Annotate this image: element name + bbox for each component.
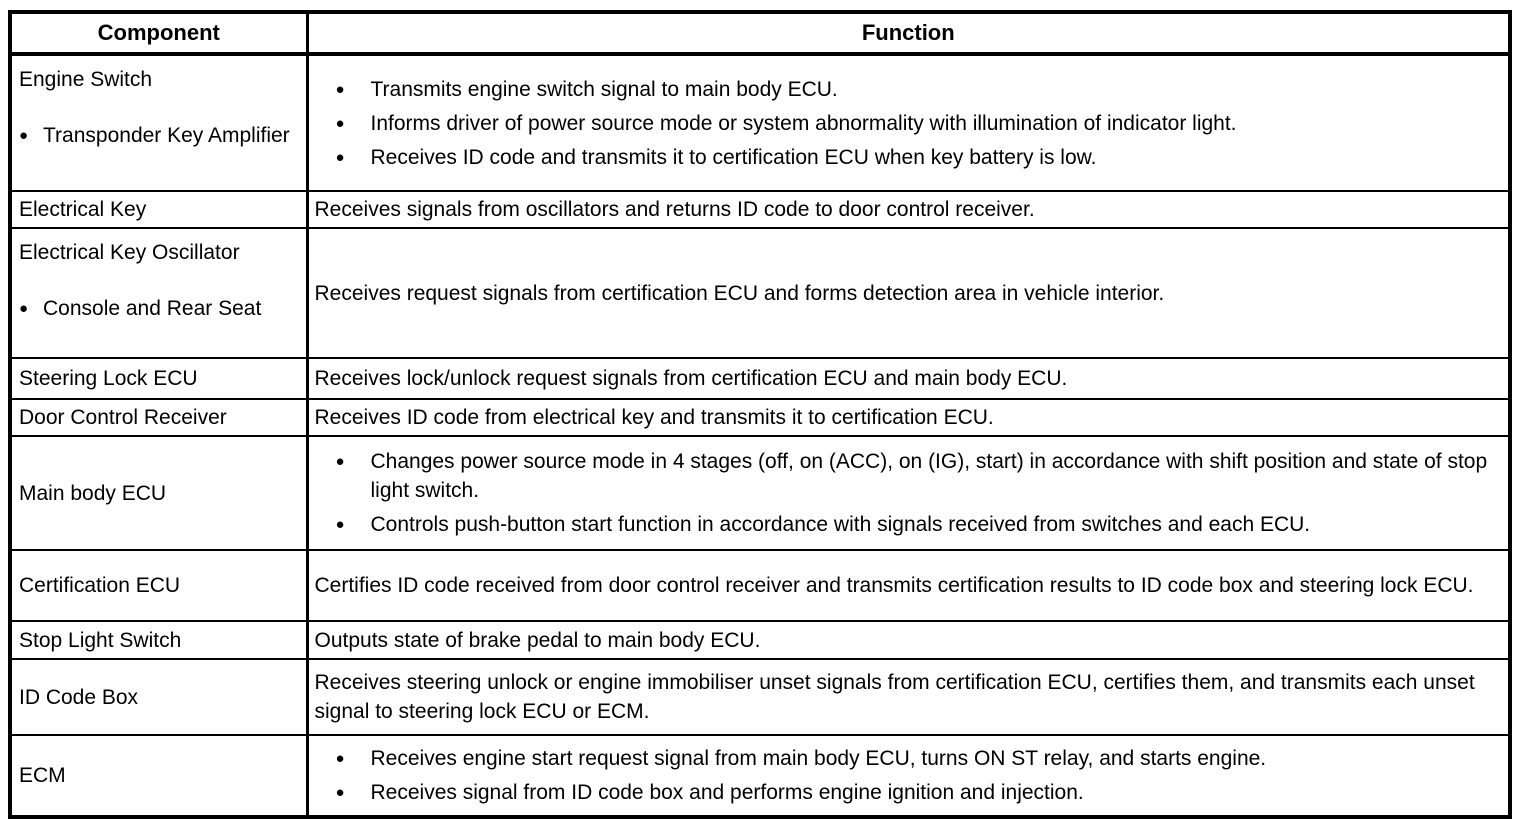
component-name: Door Control Receiver <box>19 406 227 429</box>
component-cell: Engine Switch ● Transponder Key Amplifier <box>10 53 307 191</box>
bullet-item: ● Transponder Key Amplifier <box>19 121 300 150</box>
bullet-text: Receives ID code and transmits it to cer… <box>370 145 1097 169</box>
component-name: ID Code Box <box>19 685 139 709</box>
bullet-text: Transponder Key Amplifier <box>43 124 290 147</box>
bullet-item: ● Changes power source mode in 4 stages (… <box>315 447 1503 505</box>
table-row: Engine Switch●Transponder Key Amplifier●… <box>10 53 1510 191</box>
bullet-text: Receives engine start request signal fro… <box>370 747 1267 770</box>
header-row: Component Function <box>10 12 1510 56</box>
function-cell: ● Transmits engine switch signal to main … <box>305 53 1510 191</box>
bullet-text: Informs driver of power source mode or s… <box>370 111 1237 135</box>
function-bullet-list: ● Changes power source mode in 4 stages (… <box>315 447 1503 539</box>
function-cell: ● Receives engine start request signal fr… <box>305 734 1510 817</box>
function-cell: Receives ID code from electrical key and… <box>305 398 1510 436</box>
bullet-item: ● Receives signal from ID code box and pe… <box>315 778 1503 807</box>
component-function-table: Component Function Engine Switch ● Transpo… <box>8 10 1512 819</box>
function-text: Receives signals from oscillators and re… <box>314 198 1035 221</box>
component-cell: Stop Light Switch <box>10 620 307 659</box>
function-cell: Receives request signals from certificat… <box>305 227 1510 358</box>
bullet-text: Changes power source mode in 4 stages (o… <box>370 450 1488 502</box>
table-row: ECM ● Receives engine start request signal… <box>10 734 1510 817</box>
bullet-item: ● Controls push-button start function in … <box>315 510 1503 539</box>
function-text: Outputs state of brake pedal to main bod… <box>314 628 761 652</box>
component-cell: Certification ECU <box>10 549 307 621</box>
component-cell: Electrical Key Oscillator ● Console and Re… <box>10 227 307 358</box>
function-cell: Outputs state of brake pedal to main bod… <box>305 620 1510 659</box>
component-name: Steering Lock ECU <box>19 367 198 390</box>
table-row: ID Code Box Receives steering unlock or e… <box>10 658 1510 735</box>
component-cell: ECM <box>10 734 307 817</box>
bullet-item: ● Receives engine start request signal fr… <box>315 744 1503 773</box>
component-name: Stop Light Switch <box>19 628 182 652</box>
function-text: Receives lock/unlock request signals fro… <box>314 367 1068 390</box>
function-cell: Certifies ID code received from door con… <box>305 549 1510 621</box>
component-name: Certification ECU <box>19 574 181 597</box>
bullet-icon: ● <box>19 127 29 144</box>
table-row: Main body ECU ● Changes power source mode … <box>10 435 1510 550</box>
bullet-icon: ● <box>335 453 345 470</box>
table-row: Door Control Receiver Receives ID code fr… <box>10 398 1510 436</box>
component-name: ECM <box>19 764 66 787</box>
component-cell: ID Code Box <box>10 658 307 735</box>
bullet-icon: ● <box>335 80 345 98</box>
function-cell: Receives signals from oscillators and re… <box>305 190 1510 228</box>
bullet-text: Console and Rear Seat <box>43 297 262 320</box>
component-name: Electrical Key <box>19 198 147 221</box>
bullet-text: Controls push-button start function in a… <box>370 513 1311 536</box>
bullet-text: Receives signal from ID code box and per… <box>370 781 1084 804</box>
bullet-icon: ● <box>335 516 345 533</box>
bullet-text: Transmits engine switch signal to main b… <box>370 77 838 101</box>
bullet-item: ● Receives ID code and transmits it to ce… <box>315 143 1503 172</box>
function-cell: Receives steering unlock or engine immob… <box>305 658 1510 735</box>
function-text: Receives ID code from electrical key and… <box>314 406 994 429</box>
table-row: Stop Light Switch Outputs state of brake … <box>10 620 1510 659</box>
bullet-icon: ● <box>335 750 345 767</box>
table-row: Steering Lock ECU Receives lock/unlock re… <box>10 357 1510 399</box>
table-row: Electrical Key Receives signals from osci… <box>10 190 1510 228</box>
function-text: Receives request signals from certificat… <box>314 281 1165 305</box>
column-header-function: Function <box>305 12 1510 56</box>
function-text: Receives steering unlock or engine immob… <box>314 671 1475 723</box>
table-row: Certification ECU Certifies ID code recei… <box>10 549 1510 621</box>
function-text: Certifies ID code received from door con… <box>314 574 1474 597</box>
component-cell: Door Control Receiver <box>10 398 307 436</box>
component-name: Main body ECU <box>19 481 167 505</box>
column-header-component: Component <box>10 12 307 56</box>
bullet-item: ● Transmits engine switch signal to main … <box>315 75 1503 104</box>
component-name: Engine Switch <box>19 68 153 91</box>
function-cell: ● Changes power source mode in 4 stages (… <box>305 435 1510 550</box>
function-cell: Receives lock/unlock request signals fro… <box>305 357 1510 399</box>
table-row: Electrical Key Oscillator ● Console and Re… <box>10 227 1510 358</box>
bullet-icon: ● <box>19 300 29 317</box>
function-bullet-list: ● Receives engine start request signal fr… <box>315 744 1503 807</box>
bullet-icon: ● <box>335 784 345 801</box>
component-name: Electrical Key Oscillator <box>19 241 240 264</box>
bullet-item: ● Console and Rear Seat <box>19 294 300 323</box>
bullet-icon: ● <box>335 148 345 166</box>
bullet-item: ● Informs driver of power source mode or … <box>315 109 1503 138</box>
component-cell: Electrical Key <box>10 190 307 228</box>
component-cell: Steering Lock ECU <box>10 357 307 399</box>
component-cell: Main body ECU <box>10 435 307 550</box>
bullet-icon: ● <box>335 114 345 132</box>
function-bullet-list: ● Transmits engine switch signal to main … <box>315 75 1503 172</box>
